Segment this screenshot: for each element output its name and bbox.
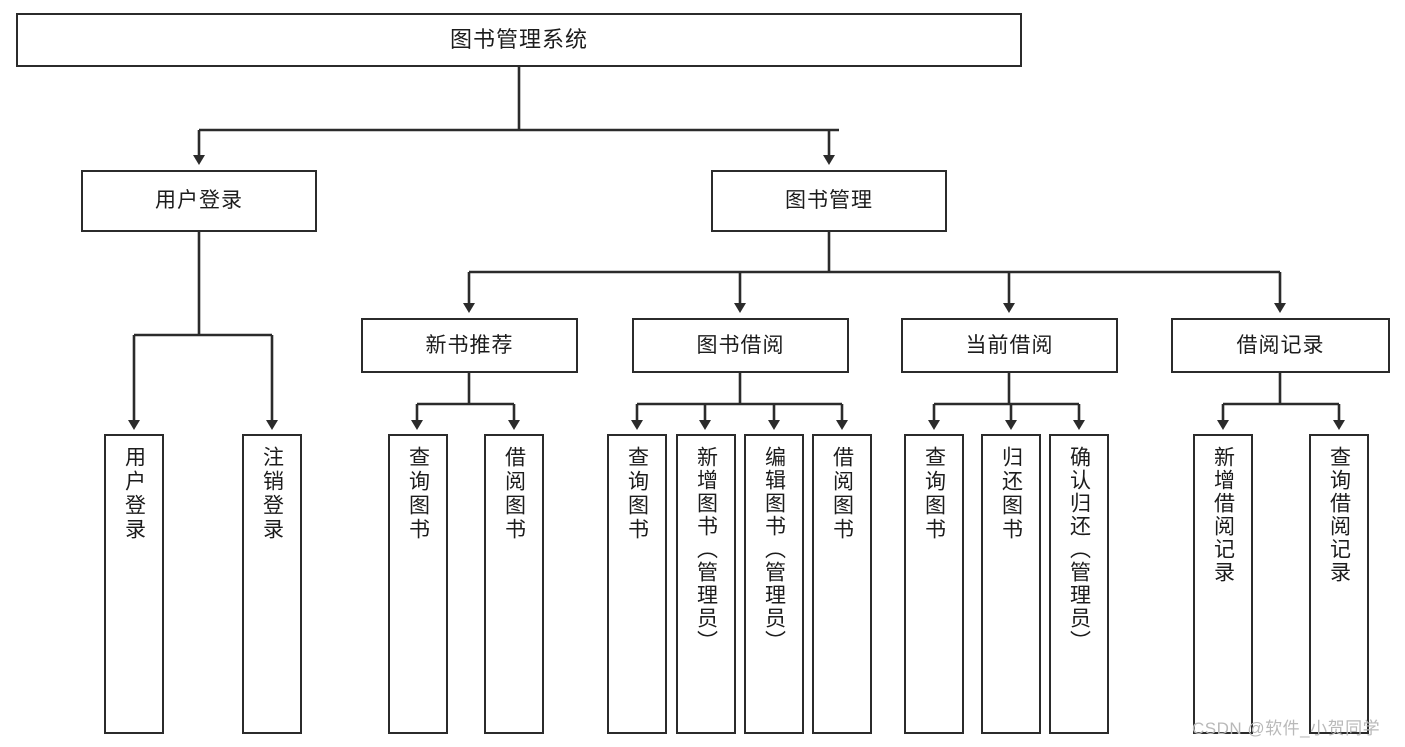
node-label: 图书借阅: [696, 333, 785, 357]
leaf-edit-book-admin[interactable]: 编辑图书（管理员）: [744, 434, 804, 734]
leaf-borrow-book-2[interactable]: 借阅图书: [812, 434, 872, 734]
node-label: 确认归还（管理员）: [1067, 446, 1091, 653]
leaf-logout[interactable]: 注销登录: [242, 434, 302, 734]
leaf-user-login[interactable]: 用户登录: [104, 434, 164, 734]
node-borrow-record[interactable]: 借阅记录: [1171, 318, 1390, 373]
node-current-borrow[interactable]: 当前借阅: [901, 318, 1118, 373]
node-label: 注销登录: [260, 446, 284, 542]
leaf-add-book-admin[interactable]: 新增图书（管理员）: [676, 434, 736, 734]
node-book-management[interactable]: 图书管理: [711, 170, 947, 232]
node-label: 图书管理: [785, 189, 873, 213]
node-label: 查询借阅记录: [1327, 446, 1351, 584]
leaf-query-borrow-record[interactable]: 查询借阅记录: [1309, 434, 1369, 734]
node-label: 借阅图书: [830, 446, 854, 542]
node-label: 借阅图书: [502, 446, 526, 542]
csdn-watermark: CSDN @软件_小贺同学: [1192, 719, 1381, 738]
leaf-borrow-book-1[interactable]: 借阅图书: [484, 434, 544, 734]
node-label: 新增借阅记录: [1211, 446, 1235, 584]
leaf-query-book-2[interactable]: 查询图书: [607, 434, 667, 734]
leaf-query-book-3[interactable]: 查询图书: [904, 434, 964, 734]
node-label: 归还图书: [999, 446, 1023, 542]
node-label: 图书管理系统: [449, 26, 588, 52]
node-label: 用户登录: [122, 446, 146, 542]
node-label: 编辑图书（管理员）: [762, 446, 786, 653]
node-label: 借阅记录: [1236, 333, 1325, 357]
node-label: 新书推荐: [425, 333, 514, 357]
node-label: 查询图书: [625, 446, 649, 542]
node-book-management-system[interactable]: 图书管理系统: [16, 13, 1022, 67]
leaf-return-book[interactable]: 归还图书: [981, 434, 1041, 734]
node-label: 新增图书（管理员）: [694, 446, 718, 653]
node-label: 用户登录: [155, 189, 243, 213]
leaf-add-borrow-record[interactable]: 新增借阅记录: [1193, 434, 1253, 734]
leaf-query-book-1[interactable]: 查询图书: [388, 434, 448, 734]
node-user-login[interactable]: 用户登录: [81, 170, 317, 232]
node-label: 当前借阅: [965, 333, 1054, 357]
node-book-borrow[interactable]: 图书借阅: [632, 318, 849, 373]
node-label: 查询图书: [406, 446, 430, 542]
leaf-confirm-return-admin[interactable]: 确认归还（管理员）: [1049, 434, 1109, 734]
node-new-book-recommend[interactable]: 新书推荐: [361, 318, 578, 373]
node-label: 查询图书: [922, 446, 946, 542]
